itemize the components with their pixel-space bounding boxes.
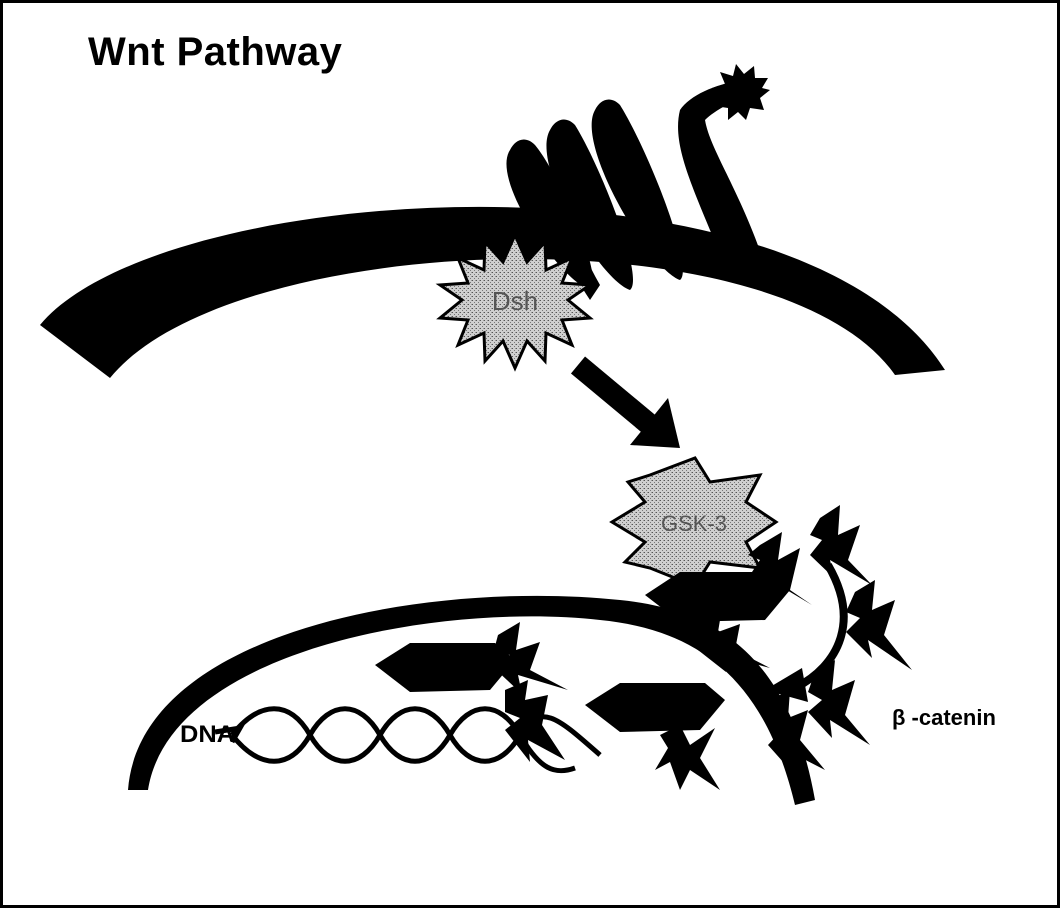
gsk3-label: GSK-3 — [661, 511, 727, 536]
dsh-to-gsk3-arrow — [578, 365, 680, 448]
beta-catenin-label: β -catenin — [892, 705, 996, 730]
dna-label: DNA — [180, 721, 235, 748]
wnt-ligand — [712, 64, 770, 120]
dsh-label: Dsh — [492, 286, 538, 316]
